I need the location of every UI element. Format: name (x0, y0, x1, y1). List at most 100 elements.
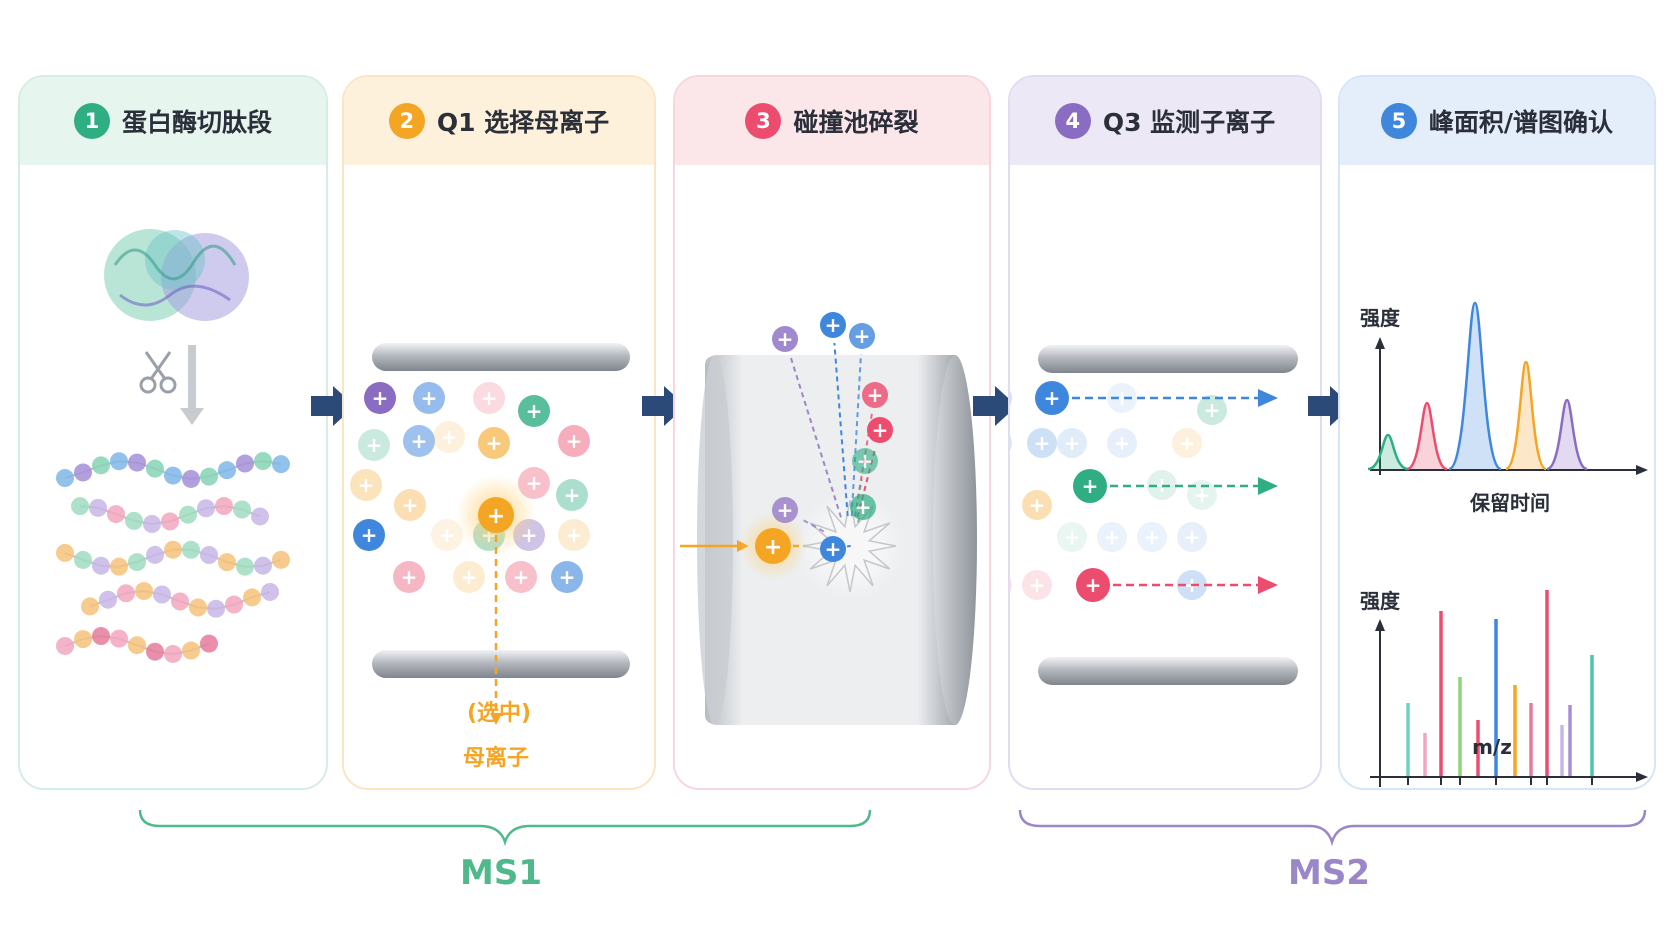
rod-bottom (1038, 657, 1298, 685)
svg-text:+: + (1194, 483, 1211, 507)
amino-acid-bead (56, 543, 74, 562)
amino-acid-bead (179, 505, 197, 524)
plus-ion-icon: + (393, 561, 425, 593)
amino-acid-bead (110, 557, 128, 576)
svg-text:+: + (1144, 525, 1161, 549)
amino-acid-bead (135, 582, 153, 601)
product-ion-icon: + (1073, 469, 1107, 503)
amino-acid-bead (218, 461, 236, 480)
panel-collision: 3 碰撞池碎裂 + +++++++++ (673, 75, 991, 790)
amino-acid-bead (254, 452, 272, 471)
spectrum-xlabel: m/z (1472, 735, 1512, 759)
step-title: 碰撞池碎裂 (793, 108, 919, 137)
plus-ion-icon: + (353, 519, 385, 551)
spectrum-ylabel: 强度 (1360, 589, 1401, 613)
rod-top (372, 343, 630, 371)
svg-text:+: + (411, 429, 428, 453)
step-badge: 1 (73, 103, 110, 139)
amino-acid-bead (74, 630, 92, 649)
svg-text:+: + (1085, 573, 1102, 597)
svg-text:+: + (441, 425, 458, 449)
amino-acid-bead (200, 546, 218, 565)
svg-text:+: + (1184, 525, 1201, 549)
svg-text:+: + (559, 565, 576, 589)
ms2-bracket (1018, 809, 1647, 847)
step-title: 蛋白酶切肽段 (121, 108, 272, 137)
monitored-product-ions: + + + (1035, 381, 1278, 602)
plus-ion-icon: + (350, 469, 382, 501)
chromatogram-ylabel: 强度 (1360, 306, 1401, 330)
peptide-chain (56, 452, 290, 663)
fragment-ion-icon: + (850, 494, 876, 520)
svg-text:+: + (566, 429, 583, 453)
step-title: Q3 监测子离子 (1102, 108, 1276, 137)
amino-acid-bead (71, 497, 89, 516)
fragment-ion-icon: + (849, 323, 875, 349)
plus-ion-icon: + (394, 489, 426, 521)
amino-acid-bead (128, 553, 146, 572)
ms2-label: MS2 (1288, 853, 1370, 893)
svg-text:+: + (566, 523, 583, 547)
fragment-ion-icon: + (772, 497, 798, 523)
svg-text:+: + (402, 493, 419, 517)
plus-ion-icon: + (473, 382, 505, 414)
amino-acid-bead (200, 467, 218, 486)
amino-acid-bead (56, 636, 74, 655)
amino-acid-bead (146, 642, 164, 661)
svg-text:+: + (401, 565, 418, 589)
amino-acid-bead (254, 556, 272, 575)
arrow-right-icon (973, 386, 1017, 430)
protein-icon (104, 229, 249, 321)
amino-acid-bead (146, 459, 164, 478)
scissors-icon (139, 351, 177, 394)
plus-ion-icon: + (1027, 428, 1057, 458)
svg-text:+: + (461, 565, 478, 589)
amino-acid-bead (89, 498, 107, 517)
svg-text:+: + (1044, 386, 1061, 410)
panel-header: 5 峰面积/谱图确认 (1340, 77, 1654, 165)
svg-text:+: + (513, 565, 530, 589)
ion-cloud: ++++++++++++++++++++++ (350, 382, 590, 593)
digestion-illustration (56, 229, 290, 663)
amino-acid-bead (125, 511, 143, 530)
panel-digestion: 1 蛋白酶切肽段 (18, 75, 328, 790)
plus-ion-icon: + (1022, 570, 1052, 600)
amino-acid-bead (218, 553, 236, 572)
chromatogram-xlabel: 保留时间 (1469, 491, 1550, 515)
step-badge: 3 (745, 103, 782, 139)
svg-text:+: + (764, 535, 782, 560)
fragment-ion-icon: + (820, 312, 846, 338)
quadrupole-q3-illustration: ++++++++++++++++++++ +++ (1010, 345, 1298, 685)
panel-header: 2 Q1 选择母离子 (344, 77, 654, 165)
plus-ion-icon: + (505, 561, 537, 593)
amino-acid-bead (272, 455, 290, 474)
svg-text:+: + (857, 449, 874, 473)
svg-text:+: + (825, 313, 842, 337)
amino-acid-bead (110, 452, 128, 471)
ms1-label: MS1 (460, 853, 542, 893)
results-illustration: 强度 保留时间 强度 (1360, 301, 1648, 787)
plus-ion-icon: + (431, 519, 463, 551)
amino-acid-bead (92, 456, 110, 475)
amino-acid-bead (225, 595, 243, 614)
amino-acid-bead (182, 540, 200, 559)
ms1-bracket (138, 809, 872, 847)
plus-ion-icon: + (1010, 390, 1012, 406)
amino-acid-bead (164, 466, 182, 485)
plus-ion-icon: + (403, 425, 435, 457)
plus-ion-icon: + (1010, 435, 1012, 451)
amino-acid-bead (99, 590, 117, 609)
step-title: 峰面积/谱图确认 (1428, 108, 1614, 137)
svg-text:+: + (1034, 431, 1051, 455)
svg-text:+: + (854, 324, 871, 348)
amino-acid-bead (272, 550, 290, 569)
svg-text:+: + (1179, 431, 1196, 455)
amino-acid-bead (143, 514, 161, 533)
rod-bottom (372, 650, 630, 678)
plus-ion-icon: + (558, 425, 590, 457)
amino-acid-bead (128, 453, 146, 472)
amino-acid-bead (117, 584, 135, 603)
fragment-ion-icon: + (772, 326, 798, 352)
plus-ion-icon: + (413, 382, 445, 414)
panel-header: 3 碰撞池碎裂 (675, 77, 989, 165)
